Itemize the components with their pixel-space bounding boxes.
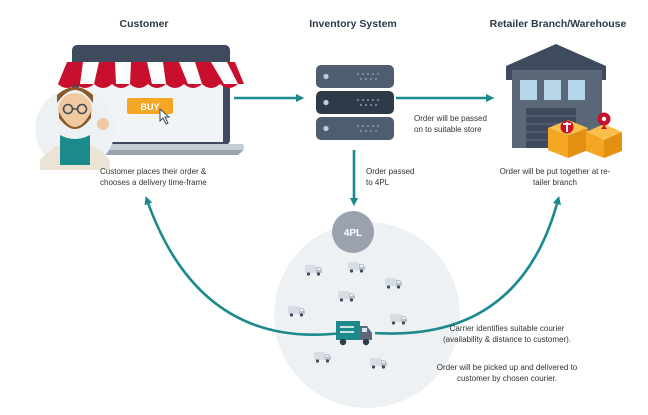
customer-caption: Customer places their order & chooses a …: [100, 166, 207, 188]
caption-line: Order passed: [366, 167, 415, 176]
inventory-to-retailer-caption: Order will be passed on to suitable stor…: [414, 113, 487, 135]
main-delivery-truck-icon: [336, 321, 372, 346]
hand-cursor-icon: [159, 107, 171, 125]
server-stack-icon: [316, 65, 394, 140]
return-arrow-to-retailer: [374, 195, 561, 335]
caption-line: to 4PL: [366, 178, 390, 187]
caption-line: on to suitable store: [414, 125, 482, 134]
caption-line: tailer branch: [532, 178, 578, 187]
caption-line: Order will be put together at re-: [499, 167, 611, 176]
pin-icon: [560, 112, 611, 134]
carrier-caption: Carrier identifies suitable courier (ava…: [432, 323, 582, 345]
inventory-to-4pl-caption: Order passed to 4PL: [366, 166, 414, 188]
caption-line: Carrier identifies suitable courier: [449, 324, 565, 333]
pickup-caption: Order will be picked up and delivered to…: [432, 362, 582, 384]
buy-label: BUY: [140, 102, 159, 112]
caption-line: chooses a delivery time-frame: [100, 178, 207, 187]
buy-button-icon: BUY: [127, 98, 173, 114]
heading-retailer: Retailer Branch/Warehouse: [489, 18, 627, 30]
fourpl-badge: 4PL: [332, 211, 374, 253]
return-arrow-to-customer: [144, 196, 343, 336]
caption-line: customer by chosen courier.: [456, 374, 558, 383]
heading-customer: Customer: [119, 18, 169, 30]
caption-line: (availability & distance to customer).: [442, 335, 572, 344]
fourpl-label: 4PL: [344, 228, 362, 239]
caption-line: Order will be picked up and delivered to: [436, 363, 578, 372]
heading-inventory-system: Inventory System: [309, 18, 397, 30]
retailer-caption: Order will be put together at re- tailer…: [480, 166, 630, 188]
caption-line: Order will be passed: [414, 114, 487, 123]
shopkeeper-avatar-icon: [35, 87, 115, 170]
caption-line: Customer places their order &: [100, 167, 207, 176]
